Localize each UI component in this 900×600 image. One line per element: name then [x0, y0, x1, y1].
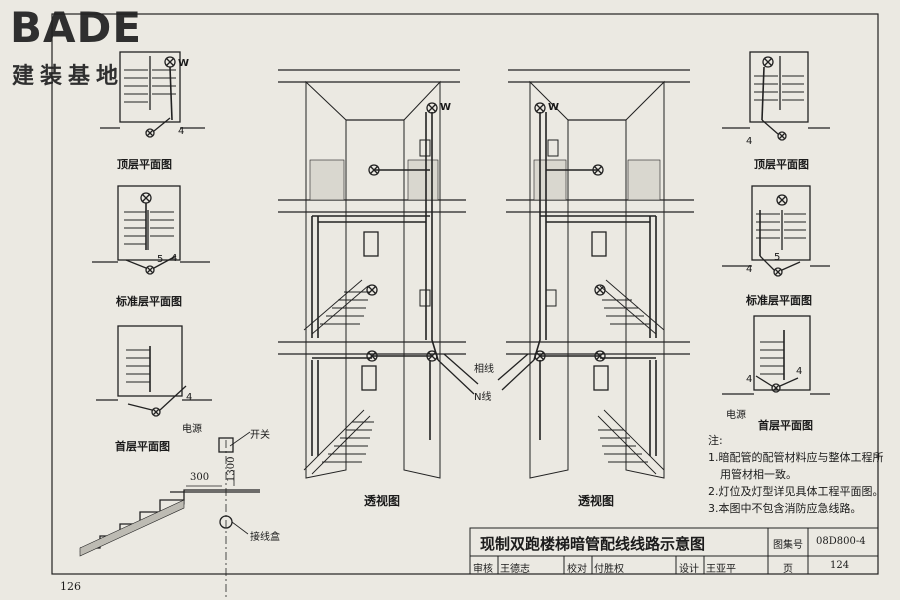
left-perspective	[278, 69, 479, 479]
brand-title: BADE	[10, 3, 143, 52]
sheet-border	[51, 13, 879, 575]
atlas-label: 图集号	[773, 540, 803, 551]
dim-vertical: 1300	[226, 456, 237, 482]
left-top-plan	[100, 51, 205, 138]
neutral-wire-label: N线	[474, 392, 492, 403]
stair-section-detail	[79, 431, 260, 600]
brand-subtitle: 建装基地	[12, 64, 125, 89]
left-top-plan-n4: 4	[178, 126, 185, 137]
right-first-plan-caption: 首层平面图	[758, 419, 813, 432]
review-label: 审核	[473, 564, 493, 575]
right-standard-plan	[722, 185, 830, 277]
check-label: 校对	[567, 564, 587, 575]
left-standard-plan-n4: 4	[171, 253, 178, 264]
right-perspective	[497, 69, 694, 479]
note-line-1: 1.暗配管的配管材料应与整体工程所	[708, 451, 884, 464]
left-first-plan-power: 电源	[182, 424, 202, 435]
sheet-page-number: 124	[830, 560, 850, 571]
left-first-plan-n4: 4	[186, 392, 193, 403]
note-line-2: 用管材相一致。	[720, 468, 797, 481]
note-line-3: 2.灯位及灯型详见具体工程平面图。	[708, 485, 884, 498]
note-line-4: 3.本图中不包含消防应急线路。	[708, 502, 862, 515]
right-first-plan-n4b: 4	[796, 366, 803, 377]
brand-logo: BADE 建装基地	[10, 6, 175, 90]
dim-horizontal: 300	[190, 472, 210, 483]
title-block-frame	[469, 527, 879, 575]
left-standard-plan	[92, 185, 210, 275]
right-top-plan-caption: 顶层平面图	[754, 158, 809, 171]
junction-box-label: 接线盒	[250, 532, 280, 543]
reviewer-name: 王德志	[500, 564, 530, 575]
right-standard-plan-n4: 4	[746, 264, 753, 275]
left-standard-plan-n5: 5	[157, 254, 164, 265]
notes-heading: 注:	[708, 434, 723, 447]
right-first-plan-power: 电源	[726, 410, 746, 421]
checker-name: 付胜权	[594, 564, 624, 575]
right-first-plan	[722, 315, 830, 395]
right-standard-plan-caption: 标准层平面图	[746, 294, 812, 307]
left-top-plan-w-label: W	[178, 58, 190, 69]
atlas-number: 08D800-4	[816, 536, 866, 547]
right-first-plan-n4: 4	[746, 374, 753, 385]
right-perspective-caption: 透视图	[578, 494, 615, 508]
right-perspective-w-label: W	[548, 102, 560, 113]
switch-label: 开关	[250, 430, 270, 441]
left-first-plan-caption: 首层平面图	[115, 440, 170, 453]
phase-wire-label: 相线	[474, 364, 494, 375]
left-first-plan	[96, 325, 212, 417]
right-top-plan	[722, 51, 830, 141]
left-perspective-caption: 透视图	[364, 494, 401, 508]
right-standard-plan-n5: 5	[774, 252, 781, 263]
design-label: 设计	[679, 564, 699, 575]
page-label: 页	[783, 564, 793, 575]
left-standard-plan-caption: 标准层平面图	[116, 295, 182, 308]
notes-block: 注: 1.暗配管的配管材料应与整体工程所 用管材相一致。 2.灯位及灯型详见具体…	[708, 432, 884, 517]
right-top-plan-n4: 4	[746, 136, 753, 147]
left-perspective-w-label: W	[440, 102, 452, 113]
designer-name: 王亚平	[706, 564, 736, 575]
left-top-plan-caption: 顶层平面图	[117, 158, 172, 171]
drawing-title: 现制双跑楼梯暗管配线线路示意图	[480, 535, 706, 553]
book-page-number: 126	[60, 580, 81, 593]
